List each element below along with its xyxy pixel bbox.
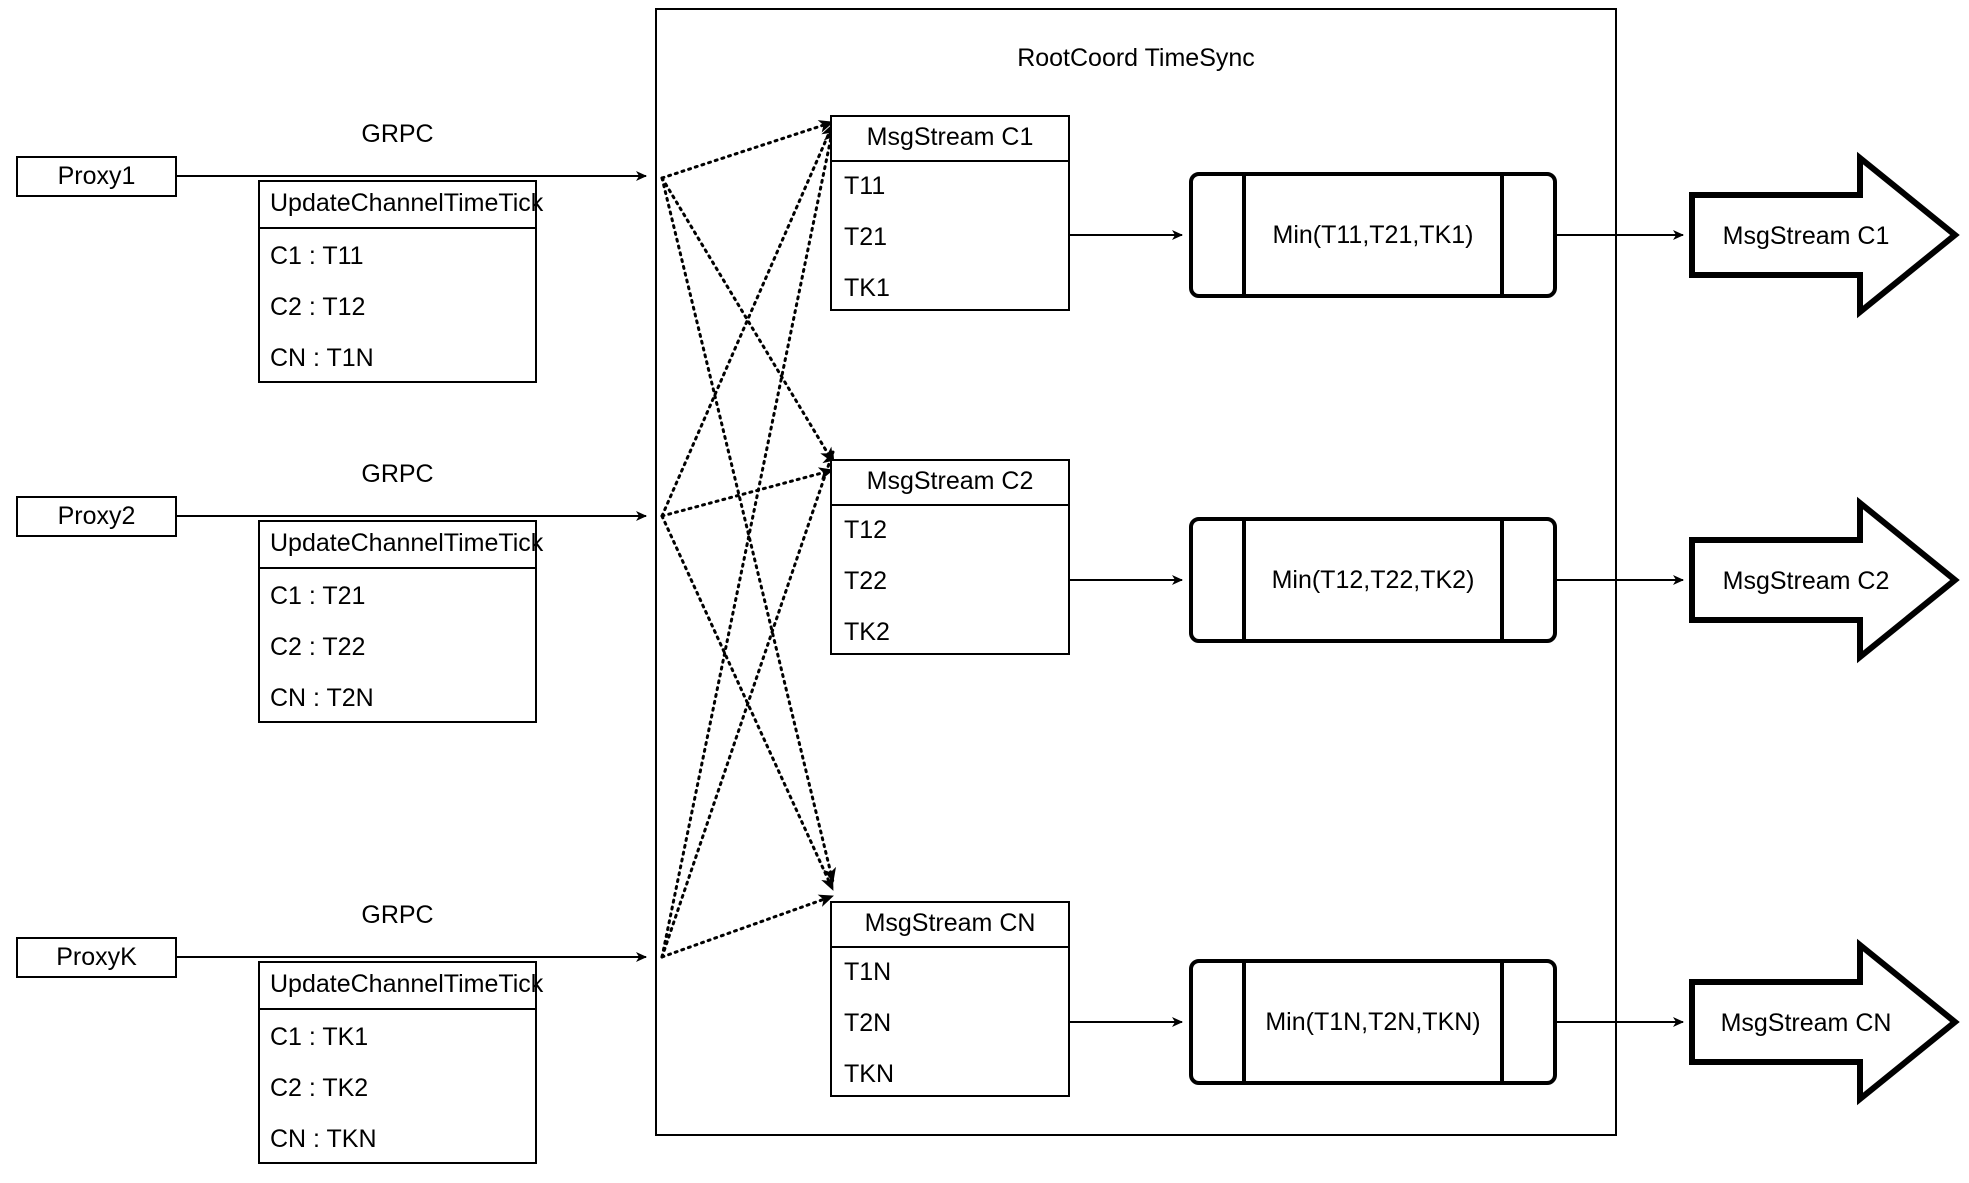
uct-row: C2 : TK2 [270, 1074, 369, 1102]
output-label-c1: MsgStream C1 [1723, 222, 1890, 250]
dotted-pk-c2 [660, 450, 835, 959]
uct-title-k: UpdateChannelTimeTick [260, 963, 543, 1010]
uct-title-1: UpdateChannelTimeTick [260, 182, 543, 229]
uct-row: C1 : TK1 [270, 1023, 369, 1051]
wire-min-to-output [1557, 230, 1684, 1027]
uct-body-2: C1 : T21 C2 : T22 CN : T2N [260, 569, 535, 735]
proxy-label: Proxy2 [57, 502, 136, 530]
min-label-c1: Min(T11,T21,TK1) [1272, 220, 1474, 249]
uct-row: CN : T2N [270, 684, 374, 712]
msgstream-tick: T12 [844, 516, 888, 544]
uct-body-k: C1 : TK1 C2 : TK2 CN : TKN [260, 1010, 535, 1176]
msgstream-box-c1: MsgStream C1 T11 T21 TK1 [830, 115, 1070, 311]
dotted-mesh [660, 120, 837, 959]
msgstream-title-c2: MsgStream C2 [832, 461, 1068, 506]
output-label-cn: MsgStream CN [1721, 1009, 1892, 1037]
output-block-arrow-cn: MsgStream CN [1689, 938, 1960, 1106]
min-process-box-c2: Min(T12,T22,TK2) [1189, 517, 1557, 643]
process-divider-left [1242, 521, 1246, 639]
dotted-p1-cn [660, 176, 837, 884]
process-divider-right [1500, 521, 1504, 639]
output-label-c2: MsgStream C2 [1723, 567, 1890, 595]
update-channel-time-tick-box-2: UpdateChannelTimeTick C1 : T21 C2 : T22 … [258, 520, 543, 723]
msgstream-tick: T21 [844, 223, 888, 251]
grpc-label-2: GRPC [361, 460, 434, 488]
msgstream-tick: TK1 [844, 274, 890, 302]
update-channel-time-tick-box-1: UpdateChannelTimeTick C1 : T11 C2 : T12 … [258, 180, 543, 383]
proxy-label: Proxy1 [57, 162, 136, 190]
process-divider-left [1242, 963, 1246, 1081]
process-divider-left [1242, 176, 1246, 294]
uct-row: C2 : T12 [270, 293, 366, 321]
msgstream-box-cn: MsgStream CN T1N T2N TKN [830, 901, 1070, 1097]
dotted-pk-c1 [660, 126, 837, 959]
msgstream-tick: TKN [844, 1060, 894, 1088]
uct-row: CN : T1N [270, 344, 374, 372]
uct-body-1: C1 : T11 C2 : T12 CN : T1N [260, 229, 535, 395]
uct-title-2: UpdateChannelTimeTick [260, 522, 543, 569]
dotted-pk-cn [660, 894, 835, 959]
dotted-p1-c2 [660, 176, 835, 464]
msgstream-body-c1: T11 T21 TK1 [832, 162, 1068, 325]
uct-row: C1 : T21 [270, 582, 366, 610]
msgstream-tick: T1N [844, 958, 892, 986]
msgstream-tick: T11 [844, 172, 886, 200]
wire-msgstream-to-min [1070, 230, 1183, 1027]
min-process-box-cn: Min(T1N,T2N,TKN) [1189, 959, 1557, 1085]
min-label-c2: Min(T12,T22,TK2) [1271, 565, 1475, 594]
uct-row: C2 : T22 [270, 633, 366, 661]
output-block-arrow-c2: MsgStream C2 [1689, 496, 1960, 664]
dotted-p2-c1 [660, 122, 835, 518]
msgstream-title-cn: MsgStream CN [832, 903, 1068, 948]
dotted-p1-c1 [660, 120, 835, 180]
proxy-box-2[interactable]: Proxy2 [16, 496, 177, 537]
min-process-box-c1: Min(T11,T21,TK1) [1189, 172, 1557, 298]
rootcoord-timesync-container [655, 8, 1617, 1136]
msgstream-body-cn: T1N T2N TKN [832, 948, 1068, 1111]
proxy-box-1[interactable]: Proxy1 [16, 156, 177, 197]
grpc-label-k: GRPC [361, 901, 434, 929]
proxy-label: ProxyK [56, 943, 137, 971]
msgstream-body-c2: T12 T22 TK2 [832, 506, 1068, 669]
msgstream-tick: TK2 [844, 618, 890, 646]
msgstream-tick: T2N [844, 1009, 892, 1037]
grpc-label-1: GRPC [361, 120, 434, 148]
uct-row: C1 : T11 [270, 242, 364, 270]
rootcoord-timesync-title: RootCoord TimeSync [1017, 44, 1255, 72]
msgstream-box-c2: MsgStream C2 T12 T22 TK2 [830, 459, 1070, 655]
dotted-p2-c2 [660, 467, 835, 518]
update-channel-time-tick-box-k: UpdateChannelTimeTick C1 : TK1 C2 : TK2 … [258, 961, 543, 1164]
msgstream-tick: T22 [844, 567, 888, 595]
process-divider-right [1500, 963, 1504, 1081]
proxy-box-k[interactable]: ProxyK [16, 937, 177, 978]
msgstream-title-c1: MsgStream C1 [832, 117, 1068, 162]
min-label-cn: Min(T1N,T2N,TKN) [1265, 1007, 1481, 1036]
output-block-arrow-c1: MsgStream C1 [1689, 151, 1960, 319]
process-divider-right [1500, 176, 1504, 294]
uct-row: CN : TKN [270, 1125, 377, 1153]
